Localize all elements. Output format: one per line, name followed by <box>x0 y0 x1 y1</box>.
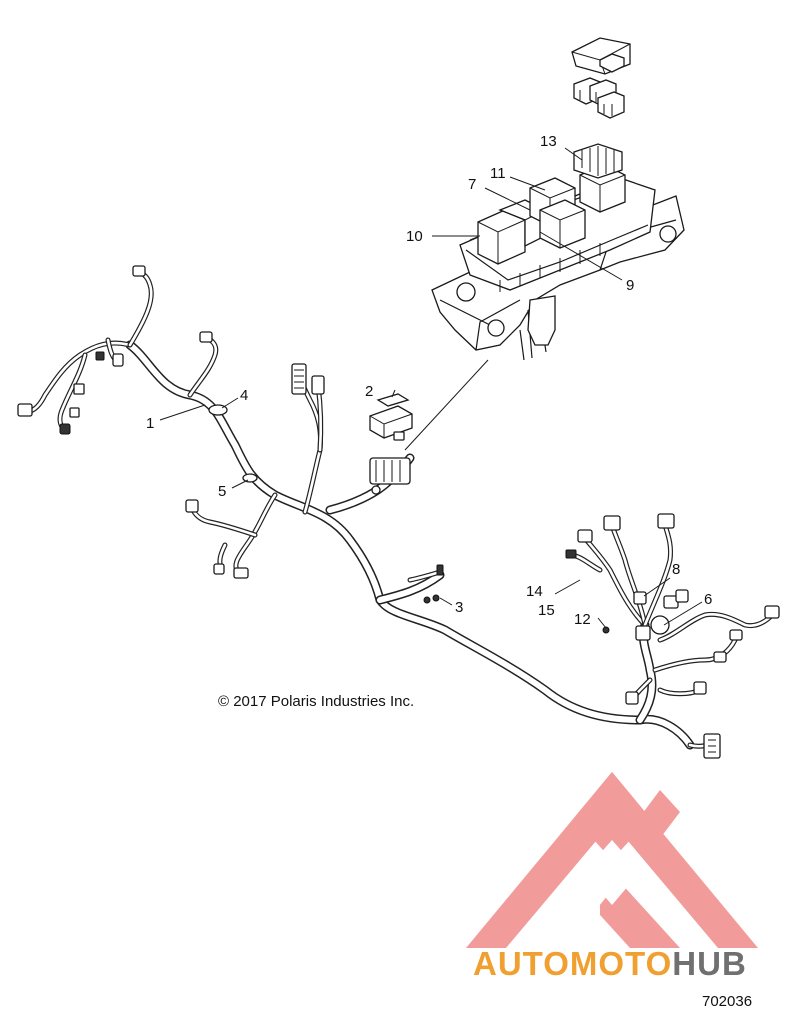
watermark-logo <box>466 772 758 948</box>
callout-leaders <box>159 147 703 629</box>
callout-10: 10 <box>406 228 423 245</box>
watermark-text-hub: HUB <box>672 945 747 982</box>
watermark-text-auto: AUTOMOTO <box>473 945 672 982</box>
callout-5: 5 <box>218 483 226 500</box>
callout-9: 9 <box>626 277 634 294</box>
callout-7: 7 <box>468 176 476 193</box>
callout-2: 2 <box>365 383 373 400</box>
drawing-number: 702036 <box>702 993 752 1010</box>
relay-block-right <box>573 143 626 213</box>
callout-8: 8 <box>672 561 680 578</box>
relay-cover-assembly <box>571 37 631 119</box>
left-branches <box>25 269 324 578</box>
copyright-notice: © 2017 Polaris Industries Inc. <box>218 693 414 710</box>
callout-1: 1 <box>146 415 154 432</box>
right-branches <box>567 522 778 749</box>
part-3-clips <box>407 564 444 604</box>
fuse-set <box>573 77 625 119</box>
left-connectors <box>17 265 411 579</box>
callout-4: 4 <box>240 387 248 404</box>
callout-14: 14 <box>526 583 543 600</box>
callout-labels: 1 2 3 4 5 6 7 8 9 10 11 12 13 14 15 <box>146 133 712 628</box>
part-2-module <box>369 393 413 441</box>
right-connectors <box>565 513 780 759</box>
callout-6: 6 <box>704 591 712 608</box>
watermark-text: AUTOMOTOHUB <box>473 945 747 982</box>
callout-3: 3 <box>455 599 463 616</box>
part-5-clip <box>242 473 258 483</box>
callout-11: 11 <box>490 165 506 182</box>
callout-12: 12 <box>574 611 591 628</box>
relay-block-center <box>529 177 586 249</box>
callout-15: 15 <box>538 602 555 619</box>
callout-13: 13 <box>540 133 557 150</box>
fuse-box-assembly <box>431 143 685 361</box>
